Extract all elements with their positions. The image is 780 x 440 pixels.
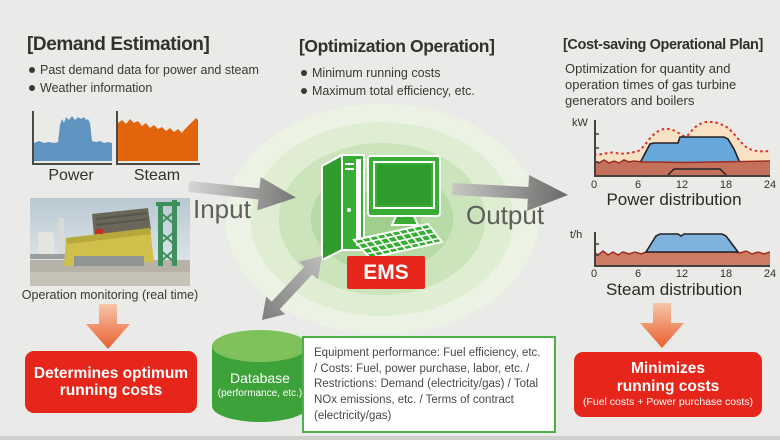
minimizes-costs-line2: running costs <box>616 377 720 395</box>
database-contents-text: Equipment performance: Fuel efficiency, … <box>314 347 541 422</box>
optimization-bullet-2: Maximum total efficiency, etc. <box>301 84 475 98</box>
optimization-bullet-2-label: Maximum total efficiency, etc. <box>312 84 475 98</box>
determines-costs-box: Determines optimum running costs <box>25 351 197 413</box>
tick-label: 18 <box>719 179 733 191</box>
tick-label: 18 <box>719 268 733 280</box>
database-contents-box: Equipment performance: Fuel efficiency, … <box>302 336 556 433</box>
bottom-edge <box>0 436 780 440</box>
plant-photo-image <box>30 198 190 286</box>
demand-bullet-1: Past demand data for power and steam <box>29 63 259 77</box>
minimizes-costs-box: Minimizes running costs (Fuel costs + Po… <box>574 352 762 417</box>
tick-label: 24 <box>763 268 777 280</box>
optimization-bullet-1-label: Minimum running costs <box>312 66 441 80</box>
photo-caption: Operation monitoring (real time) <box>21 288 199 302</box>
bullet-dot <box>301 70 307 76</box>
tick-label: 12 <box>675 268 689 280</box>
plant-photo <box>30 198 190 286</box>
bullet-dot <box>29 85 35 91</box>
steam-dist-ylabel: t/h <box>570 229 583 241</box>
tick-label: 6 <box>634 268 642 280</box>
database-sublabel: (performance, etc.) <box>217 388 303 399</box>
power-dist-ylabel: kW <box>572 117 588 129</box>
ems-glow-rings <box>204 88 560 350</box>
cost-saving-description: Optimization for quantity and operation … <box>565 61 737 108</box>
steam-history-chart <box>116 111 200 165</box>
minimizes-costs-line1: Minimizes <box>630 360 706 378</box>
tick-label: 24 <box>763 179 777 191</box>
steam-dist-chart <box>593 230 771 273</box>
tick-label: 0 <box>590 179 598 191</box>
tick-label: 6 <box>634 179 642 191</box>
power-history-area <box>34 116 112 161</box>
down-arrow-left-icon <box>86 304 130 354</box>
ems-label: EMS <box>363 260 409 284</box>
steam-history-area <box>118 118 198 161</box>
determines-costs-line2: running costs <box>59 382 163 399</box>
demand-bullet-1-label: Past demand data for power and steam <box>40 63 259 77</box>
steam-dist-caption: Steam distribution <box>605 280 743 299</box>
demand-bullet-2: Weather information <box>29 81 152 95</box>
database-sync-arrow-icon <box>252 250 332 335</box>
power-history-label: Power <box>48 167 94 184</box>
optimization-operation-title: [Optimization Operation] <box>299 36 495 56</box>
power-dist-xticks: 0 6 12 18 24 <box>590 179 776 192</box>
power-dist-caption: Power distribution <box>606 190 742 209</box>
down-arrow-right-icon <box>640 303 684 353</box>
power-history-chart <box>32 111 112 165</box>
cost-saving-plan-title: [Cost-saving Operational Plan] <box>563 37 763 53</box>
output-label: Output <box>466 200 545 230</box>
ems-badge: EMS <box>347 256 425 289</box>
demand-bullet-2-label: Weather information <box>40 81 153 95</box>
database-label: Database <box>230 370 290 386</box>
bullet-dot <box>29 67 35 73</box>
input-arrow-icon <box>186 166 298 222</box>
determines-costs-line1: Determines optimum <box>33 364 189 382</box>
minimizes-costs-line3: (Fuel costs + Power purchase costs) <box>582 395 754 408</box>
tick-label: 12 <box>675 179 689 191</box>
input-label: Input <box>193 194 251 224</box>
ems-computer-icon <box>316 150 446 265</box>
optimization-bullet-1: Minimum running costs <box>301 66 441 80</box>
database-cylinder-top <box>212 330 308 362</box>
power-dist-chart <box>593 116 771 183</box>
steam-history-label: Steam <box>133 167 181 184</box>
tick-label: 0 <box>590 268 598 280</box>
steam-dist-xticks: 0 6 12 18 24 <box>590 268 776 281</box>
demand-estimation-title: [Demand Estimation] <box>27 34 210 55</box>
bullet-dot <box>301 88 307 94</box>
output-arrow-icon <box>451 169 569 220</box>
